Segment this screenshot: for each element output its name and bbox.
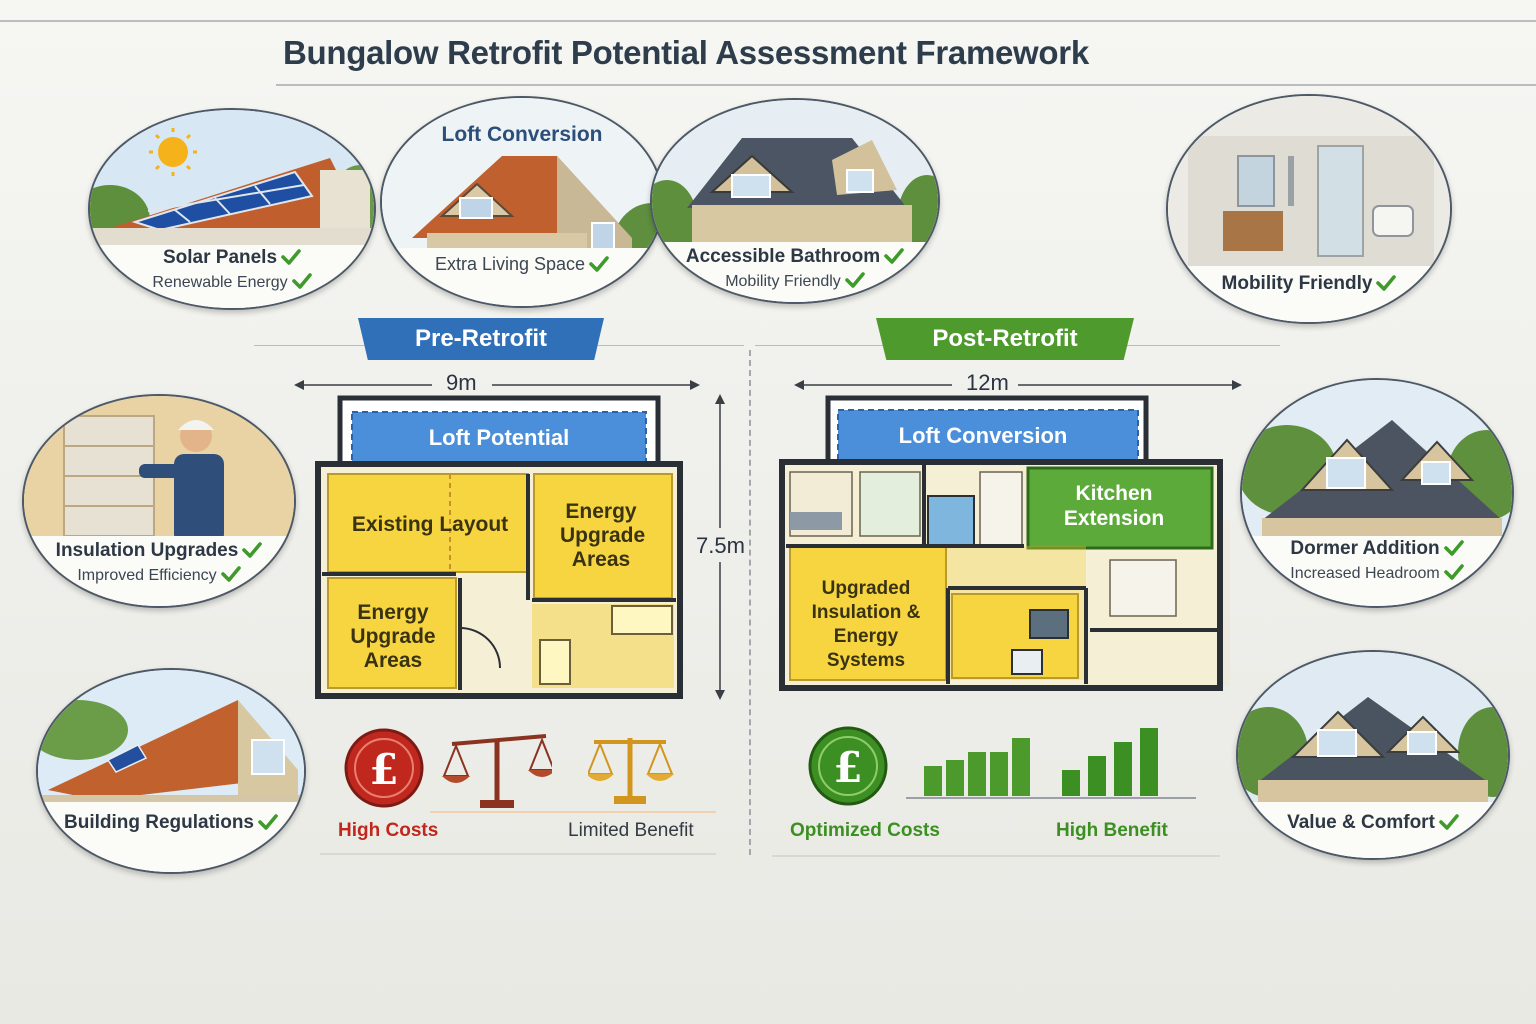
optimized-costs-label: Optimized Costs (790, 820, 940, 841)
check-icon (281, 249, 301, 265)
mobility-friendly-label: Mobility Friendly (1221, 273, 1373, 294)
loft-potential-label: Loft Potential (428, 425, 570, 450)
kitchen-extension-label: Kitchen Extension (1063, 482, 1165, 530)
solar-panels-sub: Renewable Energy (152, 274, 288, 291)
check-icon (589, 256, 609, 272)
solar-panels-label: Solar Panels (162, 247, 278, 268)
dormer-addition-sub: Increased Headroom (1290, 565, 1440, 582)
check-icon (258, 814, 278, 830)
building-regulations-vignette: Building Regulations (36, 668, 306, 874)
check-icon (292, 273, 312, 289)
top-rule (0, 20, 1536, 22)
high-costs-label: High Costs (338, 820, 439, 841)
dormer-addition-label: Dormer Addition (1290, 538, 1440, 559)
value-comfort-label: Value & Comfort (1287, 812, 1435, 833)
loft-conversion-vignette: Loft Conversion Extra Living Space (380, 96, 664, 308)
loft-conversion-label: Loft Conversion (898, 423, 1068, 448)
post-width-label: 12m (966, 370, 1009, 395)
pound-coin-green-icon: £ (808, 726, 888, 806)
pound-coin-red-icon: £ (344, 728, 424, 808)
svg-text:£: £ (369, 745, 398, 794)
upgraded-insulation-label: Upgraded Insulation & Energy Systems (811, 578, 921, 671)
check-icon (1439, 814, 1459, 830)
page-title: Bungalow Retrofit Potential Assessment F… (283, 34, 1089, 71)
bar-chart-rising-icon (1062, 728, 1158, 796)
building-regulations-label: Building Regulations (64, 812, 254, 833)
check-icon (1376, 275, 1396, 291)
energy-upgrade-left-label: Energy Upgrade Areas (350, 601, 436, 672)
pre-retrofit-banner: Pre-Retrofit (358, 318, 604, 360)
post-retrofit-banner: Post-Retrofit (876, 318, 1134, 360)
check-icon (221, 566, 241, 582)
existing-layout-label: Existing Layout (351, 513, 509, 536)
limited-benefit-label: Limited Benefit (568, 820, 694, 841)
accessible-bathroom-label: Accessible Bathroom (685, 246, 881, 267)
energy-upgrade-right-label: Energy Upgrade Areas (560, 500, 646, 571)
title-rule (276, 84, 1536, 86)
check-icon (845, 272, 865, 288)
loft-conversion-sub: Extra Living Space (434, 254, 586, 274)
check-icon (1444, 540, 1464, 556)
value-comfort-vignette: Value & Comfort (1236, 650, 1510, 860)
high-benefit-label: High Benefit (1056, 820, 1168, 841)
section-divider (749, 350, 751, 855)
mobility-friendly-vignette: Mobility Friendly (1166, 94, 1452, 324)
accessible-bathroom-sub: Mobility Friendly (725, 273, 841, 290)
dormer-addition-vignette: Dormer Addition Increased Headroom (1240, 378, 1514, 608)
insulation-upgrades-vignette: Insulation Upgrades Improved Efficiency (22, 394, 296, 608)
insulation-upgrades-sub: Improved Efficiency (77, 567, 217, 584)
bar-chart-moderate-icon (924, 738, 1030, 796)
pre-depth-label: 7.5m (696, 533, 745, 558)
scales-balanced-icon (588, 738, 674, 804)
svg-text:£: £ (833, 743, 862, 792)
bathroom-icon (1168, 96, 1450, 322)
accessible-bathroom-vignette: Accessible Bathroom Mobility Friendly (650, 98, 940, 304)
scales-unbalanced-icon (442, 734, 552, 808)
check-icon (1444, 564, 1464, 580)
check-icon (884, 248, 904, 264)
pre-width-label: 9m (446, 370, 477, 395)
loft-conversion-title: Loft Conversion (441, 123, 603, 146)
solar-panels-vignette: Solar Panels Renewable Energy (88, 108, 376, 310)
check-icon (242, 542, 262, 558)
insulation-upgrades-label: Insulation Upgrades (55, 540, 239, 561)
